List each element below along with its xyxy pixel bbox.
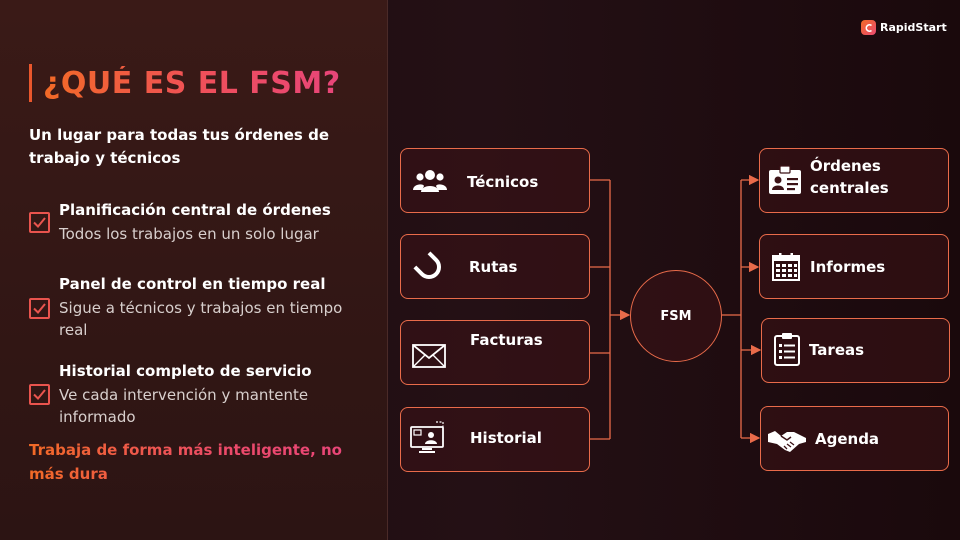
checkbox-icon bbox=[29, 384, 50, 405]
node-label: Agenda bbox=[815, 430, 880, 448]
page-title: ¿QUÉ ES EL FSM? bbox=[43, 65, 341, 101]
feature-description: Ve cada intervención y mantente informad… bbox=[59, 386, 309, 426]
fsm-hub: FSM bbox=[630, 270, 722, 362]
handshake-icon bbox=[767, 423, 807, 457]
envelope-icon bbox=[412, 339, 446, 373]
node-label: Historial bbox=[470, 429, 542, 447]
monitor-user-icon bbox=[410, 421, 444, 455]
input-node-rutas: Rutas bbox=[400, 234, 590, 299]
feature-description: Sigue a técnicos y trabajos en tiempo re… bbox=[59, 299, 343, 339]
feature-title: Panel de control en tiempo real bbox=[59, 275, 326, 293]
input-node-facturas: Facturas bbox=[400, 320, 590, 385]
feature-title: Planificación central de órdenes bbox=[59, 201, 331, 219]
node-label: Órdenes centrales bbox=[810, 157, 889, 197]
node-label: Rutas bbox=[469, 258, 518, 276]
input-node-historial: Historial bbox=[400, 407, 590, 472]
node-label: Tareas bbox=[809, 341, 865, 359]
output-node-tareas: Tareas bbox=[761, 318, 950, 383]
rapidstart-icon bbox=[861, 20, 876, 35]
output-node-informes: Informes bbox=[759, 234, 949, 299]
checkbox-icon bbox=[29, 298, 50, 319]
feature-description: Todos los trabajos en un solo lugar bbox=[59, 225, 319, 243]
hub-label: FSM bbox=[660, 308, 692, 324]
left-panel bbox=[0, 0, 388, 540]
calendar-grid-icon bbox=[769, 250, 803, 284]
tagline: Trabaja de forma más inteligente, no más… bbox=[29, 438, 359, 486]
title-accent-bar bbox=[29, 64, 32, 102]
id-card-icon bbox=[768, 163, 802, 197]
output-node-ordenes: Órdenes centrales bbox=[759, 148, 949, 213]
feature-title: Historial completo de servicio bbox=[59, 362, 312, 380]
users-icon bbox=[413, 164, 447, 198]
title-block: ¿QUÉ ES EL FSM? bbox=[29, 64, 341, 102]
brand-name: RapidStart bbox=[880, 21, 947, 34]
input-node-tecnicos: Técnicos bbox=[400, 148, 590, 213]
clipboard-list-icon bbox=[770, 332, 804, 366]
node-label: Informes bbox=[810, 258, 886, 276]
node-label: Técnicos bbox=[467, 173, 539, 191]
subtitle: Un lugar para todas tus órdenes de traba… bbox=[29, 126, 329, 167]
magnet-icon bbox=[412, 250, 446, 284]
checkbox-icon bbox=[29, 212, 50, 233]
output-node-agenda: Agenda bbox=[760, 406, 949, 471]
node-label: Facturas bbox=[470, 331, 543, 349]
brand-logo: RapidStart bbox=[861, 20, 947, 35]
